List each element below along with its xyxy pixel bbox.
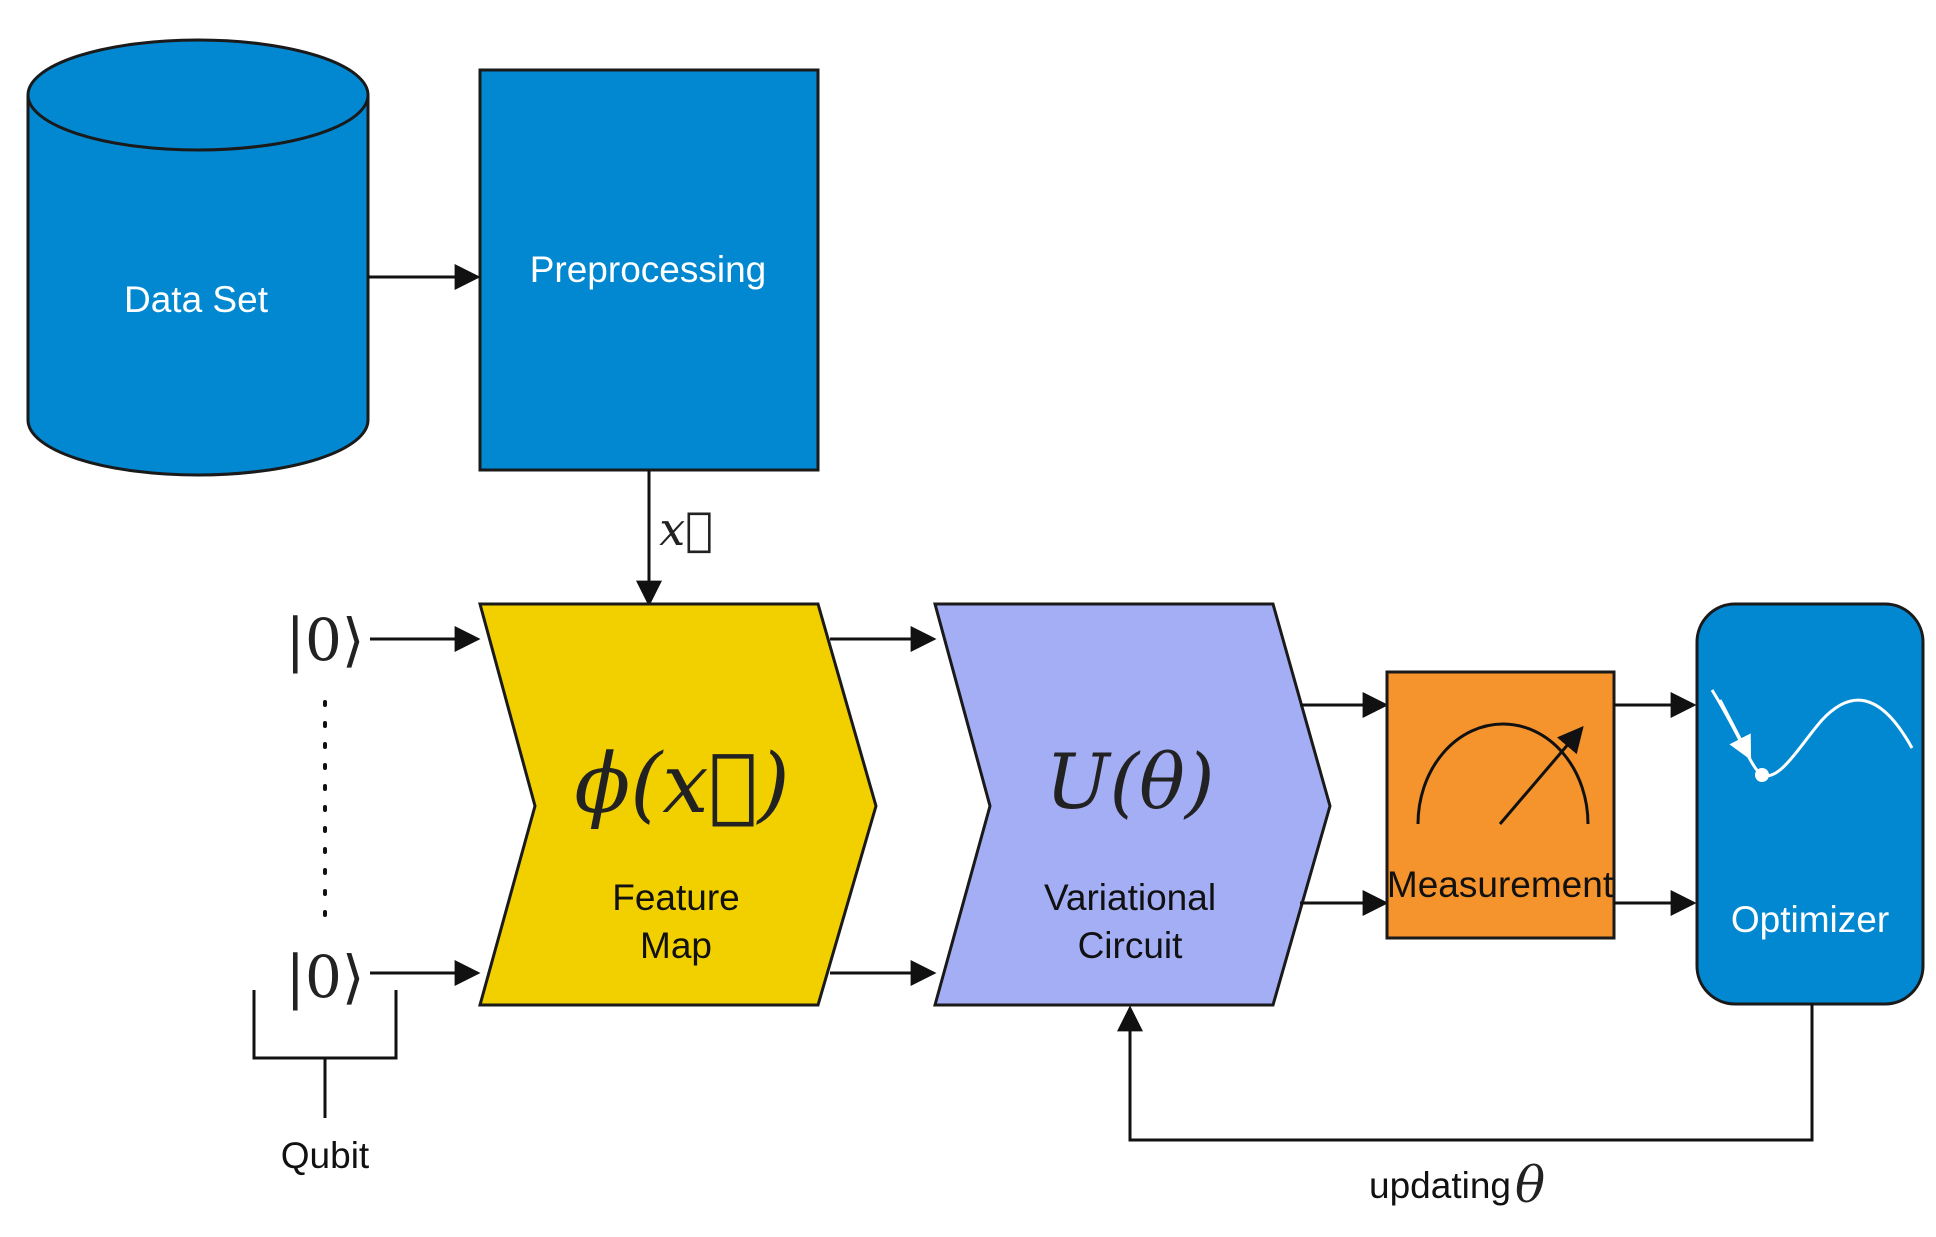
feedback-label: updating θ [1369,1156,1545,1214]
feature-map-label-line1: Feature [612,877,740,918]
ket-zero-bottom: |0⟩ [285,943,364,1011]
feature-map-chevron [478,602,878,1007]
measurement-label: Measurement [1387,864,1614,905]
feature-map-node: ϕ(x⃗) Feature Map [478,602,878,1007]
measurement-node: Measurement [1385,670,1616,940]
optimizer-box [1695,602,1925,1006]
dataset-label: Data Set [124,279,269,320]
descent-curve-icon [1710,689,1914,782]
dataset-cylinder-top [26,38,370,152]
feature-map-math: ϕ(x⃗) [574,737,789,832]
preprocessing-box [478,68,820,472]
ket-zero-top: |0⟩ [285,606,364,674]
dataset-cylinder-body [26,95,370,477]
dataset-node: Data Set [26,38,370,477]
x-vector-label: x⃗ [659,502,713,556]
feedback-theta: θ [1515,1156,1545,1214]
qubit-bracket [252,990,398,1118]
measurement-box [1385,670,1616,940]
feature-map-label-line2: Map [640,925,712,966]
optimizer-node: Optimizer [1695,602,1925,1006]
variational-circuit-node: U(θ) Variational Circuit [933,602,1332,1007]
preprocessing-node: Preprocessing [478,68,820,472]
preprocessing-label: Preprocessing [530,249,767,290]
gauge-icon [1416,722,1590,825]
qubit-label: Qubit [281,1135,370,1176]
edge-optimizer-feedback [1117,1004,1814,1142]
optimizer-label: Optimizer [1731,899,1889,940]
variational-circuit-label-line2: Circuit [1078,925,1184,966]
variational-circuit-math: U(θ) [1045,737,1214,826]
qubit-register: |0⟩ |0⟩ Qubit [252,606,398,1176]
variational-circuit-chevron [933,602,1332,1007]
feedback-label-text: updating [1369,1165,1511,1206]
variational-circuit-label-line1: Variational [1044,877,1216,918]
